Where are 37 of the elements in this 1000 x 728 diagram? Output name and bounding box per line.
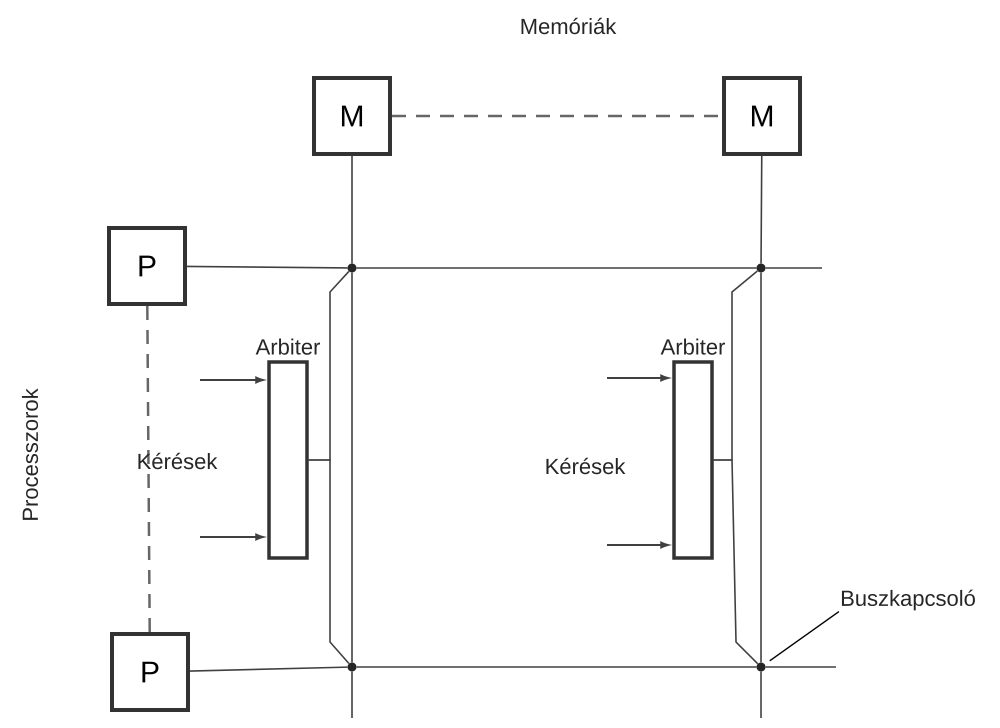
bus-line — [356, 267, 756, 269]
bus-line — [351, 672, 353, 718]
processor-box: P — [107, 226, 187, 306]
control-line — [714, 459, 758, 664]
bus-line — [766, 267, 822, 269]
bus-line — [351, 272, 353, 662]
bus-line — [760, 272, 762, 662]
bus-line — [190, 666, 348, 672]
bus-line — [766, 666, 836, 668]
bus-switch-label: Buszkapcsoló — [842, 590, 975, 610]
arrow — [200, 534, 264, 540]
arbiter-box: Arbiter — [256, 338, 320, 560]
bus-line — [187, 266, 348, 269]
dashed-line — [146, 306, 151, 632]
node-label: Arbiter — [256, 338, 320, 355]
processor-box: P — [110, 632, 190, 712]
junction-dot — [756, 264, 766, 272]
leader-line — [769, 611, 840, 662]
bus-line — [760, 672, 762, 718]
memory-box: M — [722, 76, 802, 156]
memory-box: M — [312, 76, 392, 156]
junction-dot — [348, 264, 356, 272]
arrow — [607, 542, 669, 548]
bus-line — [351, 156, 353, 264]
control-line — [308, 459, 350, 664]
junction-dot — [756, 662, 766, 672]
requests-label: Kérések — [546, 458, 626, 474]
heading: Memóriák — [522, 18, 616, 34]
arbiter-box: Arbiter — [660, 338, 726, 560]
axis-label: Processzorok — [22, 388, 38, 520]
node-label: Arbiter — [660, 338, 726, 355]
arrow — [607, 374, 669, 382]
bus-line — [356, 666, 756, 668]
arrow — [200, 376, 264, 384]
junction-dot — [348, 662, 356, 672]
bus-line — [760, 156, 763, 264]
requests-label: Kérések — [138, 452, 218, 470]
